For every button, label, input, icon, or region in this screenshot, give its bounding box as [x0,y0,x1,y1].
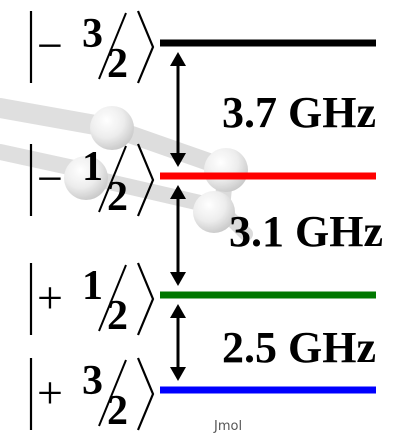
atom-sphere [204,148,248,192]
jmol-watermark: Jmol [213,419,242,434]
ket-numerator: 3 [82,358,103,404]
ket-sign: − [37,20,63,71]
arrow-head-up [170,185,186,199]
level-4: +32 [29,357,376,434]
fraction-slash [98,359,127,427]
transition-arrow [170,185,186,286]
arrow-head-up [170,304,186,318]
fraction-slash [98,145,127,213]
ket-numerator: 1 [82,144,103,190]
atom-sphere [90,106,134,150]
ket-sign: − [37,153,63,204]
ket-sign: + [37,272,63,323]
energy-levels: −32−12+12+32 [29,10,376,434]
ket-denominator: 2 [107,388,128,434]
arrow-head-up [170,52,186,66]
ket-sign: + [37,367,63,418]
ket-angle-bracket [136,262,155,336]
ket-numerator: 3 [82,11,103,57]
frequency-label: 3.7 GHz [222,88,376,137]
ket-numerator: 1 [82,263,103,309]
fraction-slash [98,12,127,80]
molecule-model [0,98,253,241]
arrow-head-down [170,153,186,167]
frequency-labels: 3.7 GHz 3.1 GHz 2.5 GHz [222,88,383,372]
atom-sphere [64,156,108,200]
transition-arrow [170,304,186,381]
ket-angle-bracket [136,10,155,84]
ket-denominator: 2 [107,174,128,220]
frequency-label: 2.5 GHz [222,323,376,372]
ket-angle-bracket [136,357,155,431]
ket-denominator: 2 [107,41,128,87]
frequency-label: 3.1 GHz [229,207,383,256]
ket-denominator: 2 [107,293,128,339]
level-1: −32 [29,10,376,87]
fraction-slash [98,264,127,332]
ket-angle-bracket [136,143,155,217]
level-3: +12 [29,262,376,339]
arrow-head-down [170,367,186,381]
atom-sphere [193,191,235,233]
arrow-head-down [170,272,186,286]
transition-arrows [170,52,186,381]
level-2: −12 [29,143,376,220]
transition-arrow [170,52,186,167]
